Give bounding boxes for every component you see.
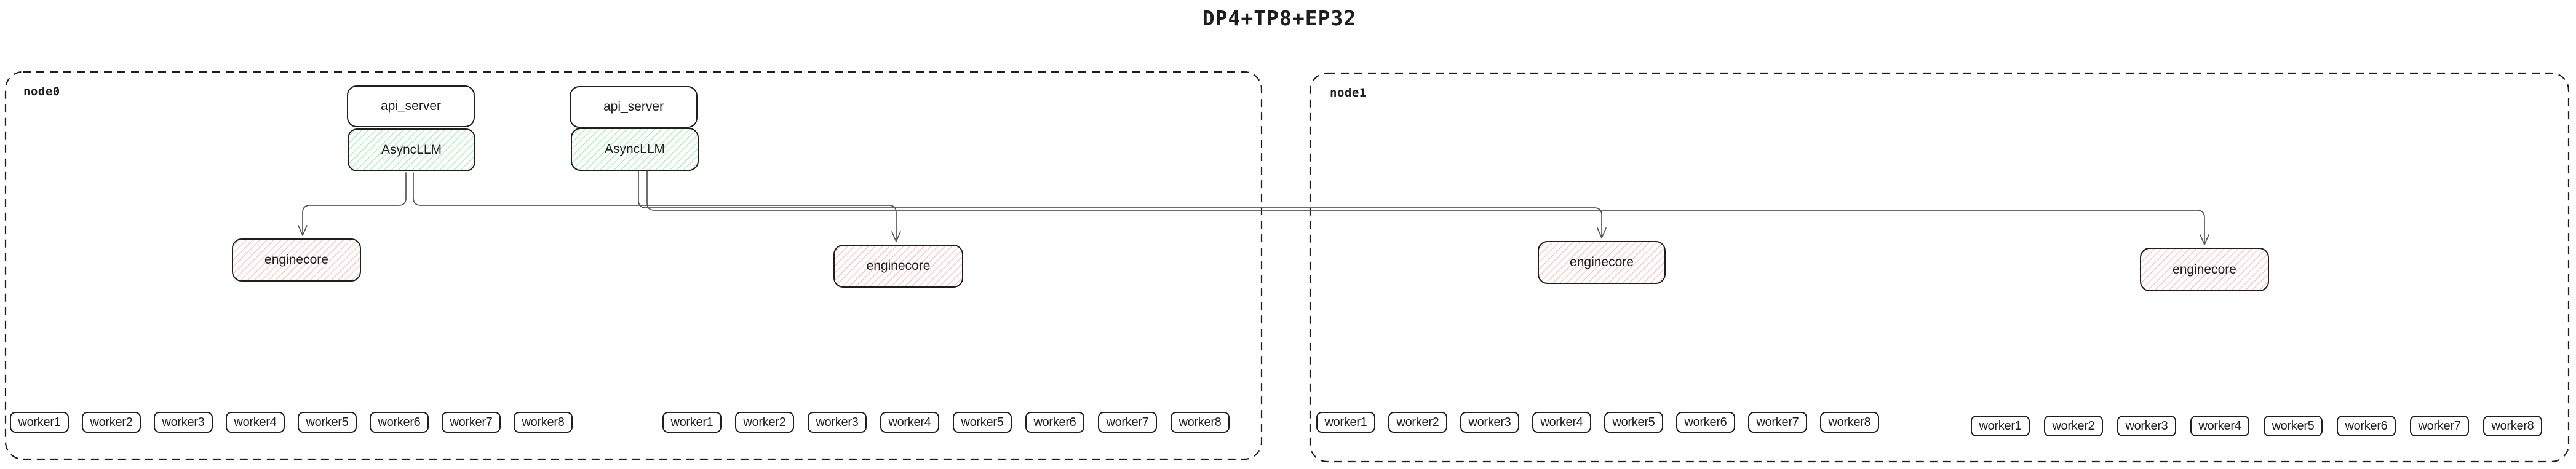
worker-box: worker6 xyxy=(370,412,429,433)
worker-box: worker8 xyxy=(2483,416,2542,436)
worker-box: worker2 xyxy=(735,412,794,433)
asyncllm2-to-enginecore3-line xyxy=(638,171,1602,237)
worker-box: worker8 xyxy=(514,412,573,433)
api-server-box: api_server xyxy=(347,85,475,127)
async-llm-box: AsyncLLM xyxy=(571,128,699,171)
worker-box: worker7 xyxy=(2410,416,2469,436)
worker-box: worker4 xyxy=(226,412,285,433)
worker-box: worker7 xyxy=(1098,412,1157,433)
node1-boundary xyxy=(1309,72,2570,463)
worker-box: worker7 xyxy=(1748,412,1807,433)
worker-box: worker1 xyxy=(10,412,69,433)
node-label-node0: node0 xyxy=(23,85,60,98)
diagram-title: DP4+TP8+EP32 xyxy=(1202,6,1357,30)
enginecore-box: enginecore xyxy=(833,245,963,288)
asyncllm1-to-enginecore1-line xyxy=(302,172,407,235)
asyncllm1-to-enginecore2-arrowhead xyxy=(891,231,901,242)
worker-box: worker3 xyxy=(154,412,213,433)
worker-box: worker8 xyxy=(1171,412,1230,433)
asyncllm1-to-enginecore1-arrowhead xyxy=(298,225,308,236)
node-label-node1: node1 xyxy=(1330,86,1367,100)
worker-box: worker7 xyxy=(442,412,501,433)
async-llm-box: AsyncLLM xyxy=(348,128,475,171)
worker-box: worker6 xyxy=(2337,416,2396,436)
asyncllm2-to-enginecore3-arrowhead xyxy=(1597,227,1607,238)
worker-box: worker5 xyxy=(1604,412,1663,433)
enginecore-box: enginecore xyxy=(232,238,361,282)
worker-box: worker6 xyxy=(1025,412,1084,433)
worker-box: worker4 xyxy=(2190,416,2249,436)
api-server-box: api_server xyxy=(570,86,698,128)
worker-box: worker8 xyxy=(1820,412,1879,433)
worker-box: worker5 xyxy=(953,412,1012,433)
worker-box: worker2 xyxy=(82,412,141,433)
worker-box: worker1 xyxy=(1971,416,2030,436)
worker-box: worker3 xyxy=(808,412,867,433)
enginecore-box: enginecore xyxy=(1538,241,1666,284)
worker-box: worker4 xyxy=(1532,412,1591,433)
worker-box: worker1 xyxy=(1316,412,1375,433)
worker-box: worker4 xyxy=(880,412,939,433)
asyncllm2-to-enginecore4-arrowhead xyxy=(2200,234,2209,245)
worker-box: worker1 xyxy=(662,412,722,433)
enginecore-box: enginecore xyxy=(2140,248,2269,291)
node0-boundary xyxy=(4,71,1263,460)
asyncllm2-to-enginecore4-line xyxy=(646,171,2205,244)
worker-box: worker3 xyxy=(1460,412,1519,433)
worker-box: worker5 xyxy=(2264,416,2323,436)
worker-box: worker3 xyxy=(2117,416,2176,436)
worker-box: worker5 xyxy=(298,412,357,433)
asyncllm1-to-enginecore2-line xyxy=(413,172,897,241)
worker-box: worker2 xyxy=(1388,412,1447,433)
worker-box: worker2 xyxy=(2044,416,2103,436)
worker-box: worker6 xyxy=(1676,412,1735,433)
